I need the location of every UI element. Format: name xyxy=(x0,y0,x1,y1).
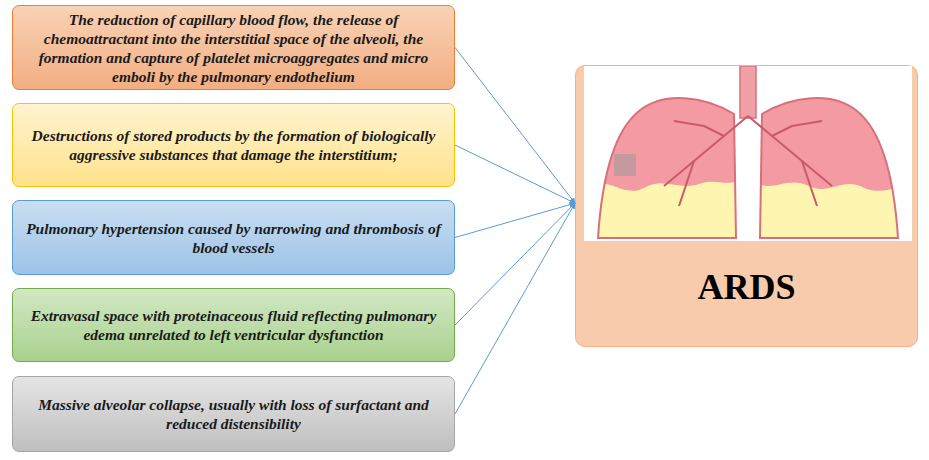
cause-box: The reduction of capillary blood flow, t… xyxy=(12,5,455,90)
cause-text: Destructions of stored products by the f… xyxy=(23,126,444,164)
connector-arrow xyxy=(455,203,575,325)
cause-text: Massive alveolar collapse, usually with … xyxy=(23,395,444,433)
connector-arrow xyxy=(455,203,575,237)
cause-box: Destructions of stored products by the f… xyxy=(12,103,455,187)
cause-text: Extravasal space with proteinaceous flui… xyxy=(23,306,444,344)
lungs-illustration xyxy=(584,66,912,241)
connector-arrow xyxy=(455,145,575,203)
connector-arrow xyxy=(455,203,575,414)
connector-arrow xyxy=(455,48,575,204)
cause-box: Pulmonary hypertension caused by narrowi… xyxy=(12,200,455,275)
cause-text: Pulmonary hypertension caused by narrowi… xyxy=(23,219,444,257)
cause-box: Extravasal space with proteinaceous flui… xyxy=(12,288,455,362)
cause-text: The reduction of capillary blood flow, t… xyxy=(23,10,444,86)
cause-box: Massive alveolar collapse, usually with … xyxy=(12,376,455,452)
outcome-label: ARDS xyxy=(697,266,795,308)
